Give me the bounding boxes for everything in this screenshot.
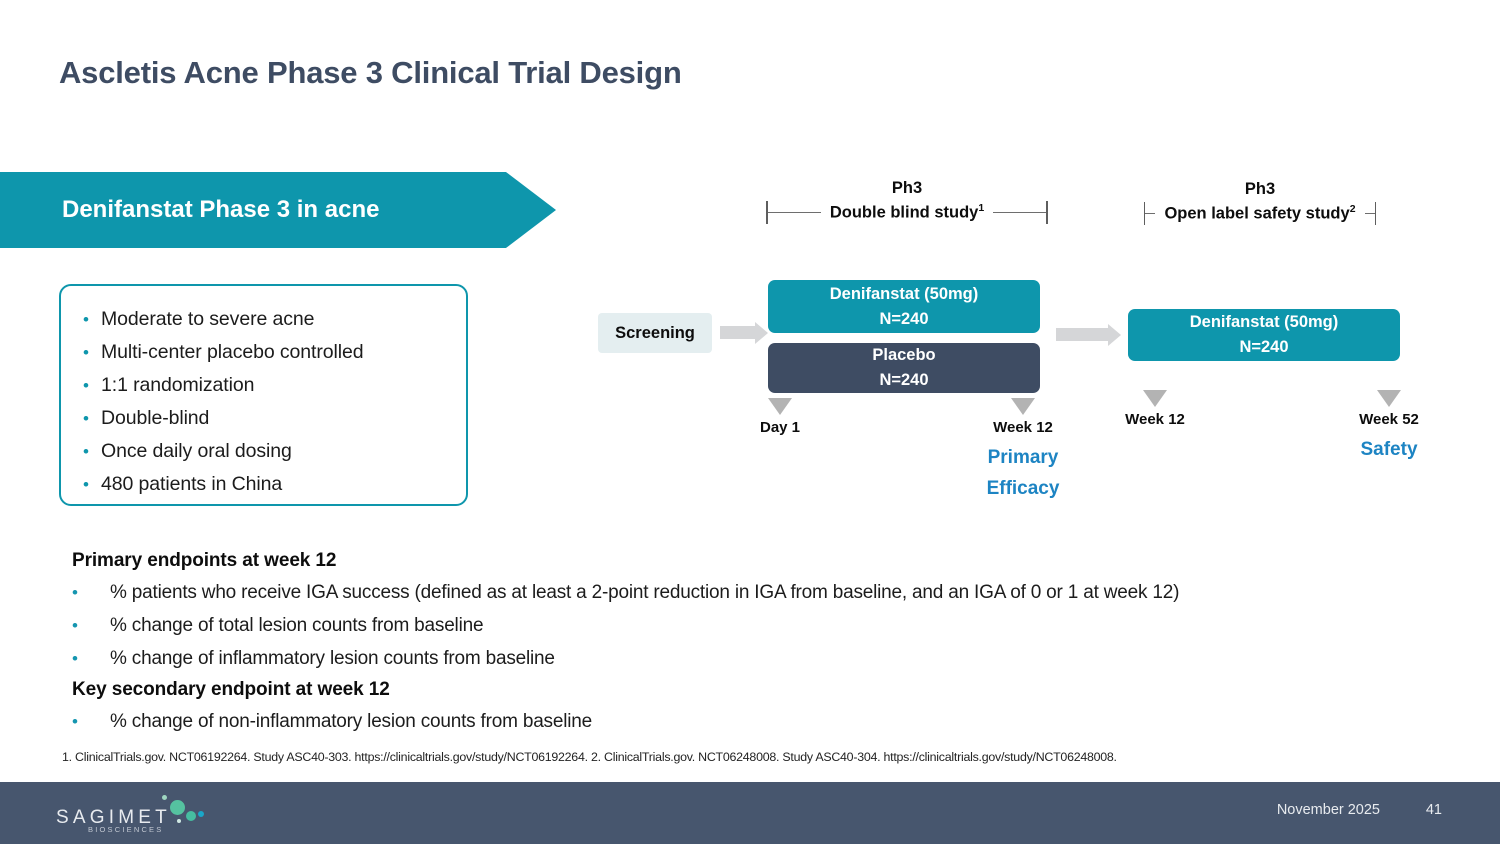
- bullet-dot-icon: •: [72, 649, 78, 668]
- timeline-note-line2: Efficacy: [986, 478, 1060, 499]
- list-item: • % patients who receive IGA success (de…: [72, 576, 1472, 609]
- footer-date: November 2025: [1276, 802, 1380, 818]
- phase-header-title: Double blind study1: [829, 202, 985, 222]
- arm-box-drug-label: Denifanstat (50mg): [829, 284, 979, 303]
- timeline-marker-week-52-safety: Week 52 Safety: [1346, 390, 1432, 465]
- bullet-dot-icon: •: [83, 343, 89, 362]
- arm-box-open-label-denifanstat: Denifanstat (50mg) N=240: [1128, 309, 1400, 361]
- logo-dot-icon: [198, 811, 204, 817]
- list-item: • Once daily oral dosing: [83, 435, 466, 468]
- bullet-dot-icon: •: [83, 376, 89, 395]
- list-item-label: Once daily oral dosing: [101, 440, 292, 462]
- footnote-references: 1. ClinicalTrials.gov. NCT06192264. Stud…: [62, 750, 1117, 764]
- flow-arrow-screening-to-arms: [720, 326, 755, 339]
- timeline-label: Week 12: [993, 419, 1053, 436]
- timeline-triangle-icon: [1011, 398, 1035, 415]
- footer-page-number: 41: [1425, 802, 1442, 818]
- timeline-note-safety: Safety: [1346, 434, 1432, 465]
- rule-right: [1364, 212, 1375, 215]
- bracket-cap-right-icon: [1046, 201, 1048, 224]
- logo-dot-icon: [162, 795, 167, 800]
- phase-header-open-label: Ph3 Open label safety study2: [1114, 179, 1406, 225]
- logo-dot-icon: [170, 800, 185, 815]
- logo-wordmark: SAGIMET: [56, 807, 171, 828]
- phase-header-ph3-label: Ph3: [1244, 180, 1276, 198]
- list-item-label: % change of inflammatory lesion counts f…: [110, 648, 555, 669]
- trial-design-card: • Moderate to severe acne • Multi-center…: [59, 284, 468, 506]
- section-banner-label: Denifanstat Phase 3 in acne: [62, 196, 380, 223]
- arm-box-drug-label: Denifanstat (50mg): [1189, 313, 1339, 331]
- phase-header-ph3-label: Ph3: [891, 179, 923, 197]
- phase-header-rule: Double blind study1: [766, 201, 1048, 224]
- sagimet-logo: SAGIMET BIOSCIENCES: [56, 794, 226, 836]
- arm-box-n-label: N=240: [879, 309, 929, 328]
- list-item-label: 480 patients in China: [101, 473, 283, 495]
- arm-box-placebo: Placebo N=240: [768, 343, 1040, 393]
- page-title: Ascletis Acne Phase 3 Clinical Trial Des…: [59, 55, 682, 90]
- rule-left: [767, 211, 821, 214]
- secondary-endpoint-heading: Key secondary endpoint at week 12: [72, 679, 390, 700]
- list-item: • Multi-center placebo controlled: [83, 336, 466, 369]
- timeline-marker-week-12-open-label: Week 12: [1112, 390, 1198, 428]
- logo-dot-icon: [177, 819, 181, 823]
- bullet-dot-icon: •: [83, 475, 89, 494]
- arm-box-n-label: N=240: [1239, 338, 1289, 356]
- arm-box-n-label: N=240: [879, 371, 929, 389]
- bullet-dot-icon: •: [83, 442, 89, 461]
- bracket-cap-left-icon: [766, 201, 768, 224]
- list-item-label: Moderate to severe acne: [101, 308, 315, 330]
- list-item: • 1:1 randomization: [83, 369, 466, 402]
- timeline-marker-day-1: Day 1: [738, 398, 822, 436]
- endpoints-section: Primary endpoints at week 12 • % patient…: [72, 546, 1472, 738]
- timeline-label: Day 1: [759, 419, 801, 436]
- timeline-triangle-icon: [1143, 390, 1167, 407]
- timeline-label: Week 52: [1359, 411, 1419, 428]
- list-item: • % change of total lesion counts from b…: [72, 609, 1472, 642]
- phase-header-title: Open label safety study2: [1164, 203, 1356, 223]
- timeline-note-primary-efficacy: Primary Efficacy: [980, 442, 1066, 504]
- timeline-label: Week 12: [1125, 411, 1185, 428]
- slide-footer: SAGIMET BIOSCIENCES November 2025 41: [0, 782, 1500, 844]
- arm-box-drug-label: Placebo: [872, 346, 936, 364]
- screening-label: Screening: [615, 323, 695, 342]
- bullet-dot-icon: •: [72, 616, 78, 635]
- rule-right: [993, 211, 1047, 214]
- phase-header-double-blind: Ph3 Double blind study1: [766, 178, 1048, 224]
- list-item-label: Double-blind: [101, 407, 210, 429]
- phase-header-rule: Open label safety study2: [1114, 202, 1406, 225]
- bullet-dot-icon: •: [83, 310, 89, 329]
- list-item-label: 1:1 randomization: [101, 374, 255, 396]
- list-item: • 480 patients in China: [83, 468, 466, 501]
- list-item: • % change of inflammatory lesion counts…: [72, 642, 1472, 675]
- bracket-cap-right-icon: [1374, 202, 1377, 225]
- logo-submark: BIOSCIENCES: [88, 825, 164, 834]
- section-banner: Denifanstat Phase 3 in acne: [0, 172, 556, 248]
- flow-arrow-to-open-label: [1056, 328, 1108, 341]
- logo-dot-icon: [186, 811, 196, 821]
- list-item-label: % patients who receive IGA success (defi…: [110, 582, 1180, 603]
- list-item: • Double-blind: [83, 402, 466, 435]
- timeline-marker-week-12-primary: Week 12 Primary Efficacy: [980, 398, 1066, 504]
- timeline-note-line1: Primary: [987, 447, 1059, 468]
- list-item-label: % change of non-inflammatory lesion coun…: [110, 711, 593, 732]
- list-item: • Moderate to severe acne: [83, 303, 466, 336]
- timeline-note-line1: Safety: [1360, 439, 1418, 460]
- arm-box-denifanstat: Denifanstat (50mg) N=240: [768, 280, 1040, 333]
- timeline-triangle-icon: [1377, 390, 1401, 407]
- primary-endpoints-heading: Primary endpoints at week 12: [72, 550, 337, 571]
- bullet-dot-icon: •: [72, 712, 78, 731]
- screening-box: Screening: [598, 313, 712, 353]
- list-item: • % change of non-inflammatory lesion co…: [72, 705, 1472, 738]
- rule-left: [1145, 212, 1156, 215]
- list-item-label: % change of total lesion counts from bas…: [110, 615, 484, 636]
- list-item-label: Multi-center placebo controlled: [101, 341, 364, 363]
- bullet-dot-icon: •: [83, 409, 89, 428]
- bracket-cap-left-icon: [1143, 202, 1146, 225]
- timeline-triangle-icon: [768, 398, 792, 415]
- bullet-dot-icon: •: [72, 583, 78, 602]
